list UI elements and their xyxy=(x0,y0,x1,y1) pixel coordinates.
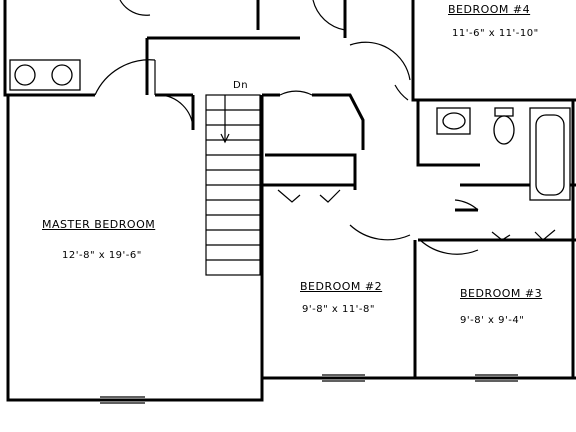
master-bedroom-name: MASTER BEDROOM xyxy=(42,218,156,231)
staircase xyxy=(205,94,261,276)
master-bath-fixtures xyxy=(9,59,81,91)
bedroom-4-name: BEDROOM #4 xyxy=(448,3,531,16)
bedroom-2-name: BEDROOM #2 xyxy=(300,280,383,293)
hall-bath-fixtures xyxy=(436,107,571,201)
bedroom-3-size: 9'-8' x 9'-4" xyxy=(460,315,525,326)
closet-doors xyxy=(277,189,556,241)
bedroom-2-size: 9'-8" x 11'-8" xyxy=(302,304,376,315)
stairs-down-label: Dn xyxy=(233,80,249,91)
bedroom-3-name: BEDROOM #3 xyxy=(460,287,543,300)
windows xyxy=(100,374,518,404)
door-swings xyxy=(94,0,479,255)
master-bedroom-size: 12'-8" x 19'-6" xyxy=(62,250,142,261)
walls xyxy=(3,0,576,402)
bedroom-4-size: 11'-6" x 11'-10" xyxy=(452,28,539,39)
